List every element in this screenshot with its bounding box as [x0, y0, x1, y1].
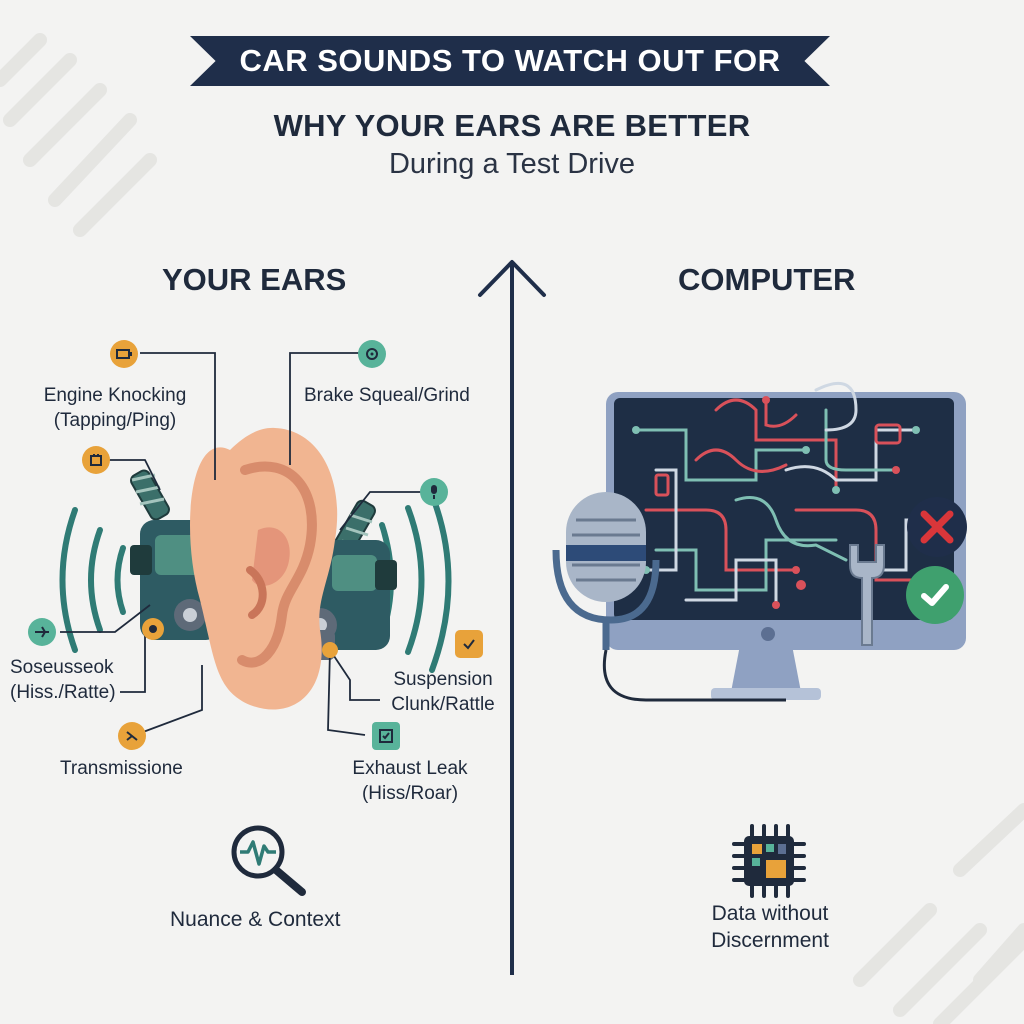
label-exhaust-line1: Exhaust Leak: [352, 758, 468, 779]
label-brake: Brake Squeal/Grind: [304, 385, 470, 406]
brake-icon: [358, 340, 386, 368]
magnifier-waveform-icon: [231, 825, 306, 896]
airplane-icon: [28, 618, 56, 646]
check-mark-icon: [906, 566, 964, 624]
label-exhaust-line2: (Hiss/Roar): [361, 782, 459, 804]
label-engine-knocking-line2: (Tapping/Ping): [53, 409, 177, 431]
label-soseusseok: Soseusseok (Hiss./Ratte): [10, 656, 116, 705]
gear-icon: [142, 618, 164, 640]
x-mark-icon: [907, 497, 967, 557]
computer-monitor-illustration: [552, 381, 966, 702]
battery-icon: [82, 446, 110, 474]
center-divider-arrow: [478, 260, 546, 975]
microphone-icon: [420, 478, 448, 506]
data-without-discernment-caption: Data without Discernment: [690, 900, 850, 955]
subtitle-line2: During a Test Drive: [388, 148, 636, 180]
computer-heading: COMPUTER: [678, 262, 856, 297]
banner-title: CAR SOUNDS TO WATCH OUT FOR: [239, 43, 781, 78]
label-exhaust: Exhaust Leak (Hiss/Roar): [340, 757, 480, 806]
pivot-icon: [322, 642, 338, 658]
nuance-context-caption: Nuance & Context: [170, 908, 341, 931]
label-engine-knocking-line1: Engine Knocking: [43, 385, 187, 406]
label-suspension: Suspension Clunk/Rattle: [378, 668, 508, 717]
chart-icon: [455, 630, 483, 658]
your-ears-heading: YOUR EARS: [162, 262, 347, 297]
transmission-icon: [118, 722, 146, 750]
label-suspension-line1: Suspension: [393, 669, 493, 690]
cpu-chip-icon: [732, 824, 806, 898]
subtitle: WHY YOUR EARS ARE BETTER: [273, 108, 751, 143]
caption-line1: Data without: [711, 902, 829, 925]
label-soseusseok-line1: Soseusseok: [10, 657, 114, 678]
ear-engine-illustration: [59, 352, 452, 736]
title-banner: CAR SOUNDS TO WATCH OUT FOR: [190, 36, 830, 86]
exhaust-icon: [372, 722, 400, 750]
label-engine-knocking: Engine Knocking (Tapping/Ping): [30, 384, 200, 433]
engine-icon: [110, 340, 138, 368]
label-soseusseok-line2: (Hiss./Ratte): [10, 681, 116, 703]
caption-line2: Discernment: [711, 929, 829, 953]
wrench-icon: [849, 544, 885, 646]
label-suspension-line2: Clunk/Rattle: [391, 693, 495, 715]
label-transmission: Transmissione: [60, 758, 183, 779]
